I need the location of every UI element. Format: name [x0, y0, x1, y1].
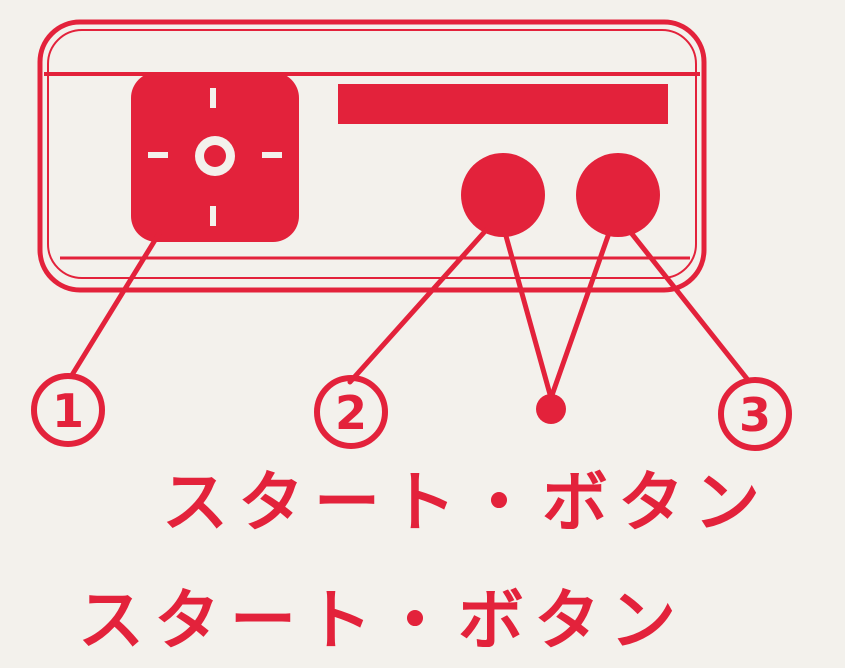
svg-text:2: 2	[335, 386, 367, 440]
round-button-right	[576, 153, 660, 237]
leader-lines	[69, 225, 751, 401]
svg-text:3: 3	[739, 388, 771, 442]
controller-bar	[338, 84, 668, 124]
callout-2: 2	[314, 375, 388, 449]
controller-body	[37, 19, 707, 293]
callout-3: 3	[718, 377, 792, 451]
junction-dot	[536, 394, 566, 424]
svg-text:1: 1	[52, 384, 84, 438]
dpad-icon	[131, 72, 299, 242]
start-button-caption-lower: スタート・ボタン	[78, 582, 686, 659]
round-button-left	[461, 153, 545, 237]
start-button-caption: スタート・ボタン	[162, 464, 770, 541]
callout-1: 1	[31, 373, 105, 447]
